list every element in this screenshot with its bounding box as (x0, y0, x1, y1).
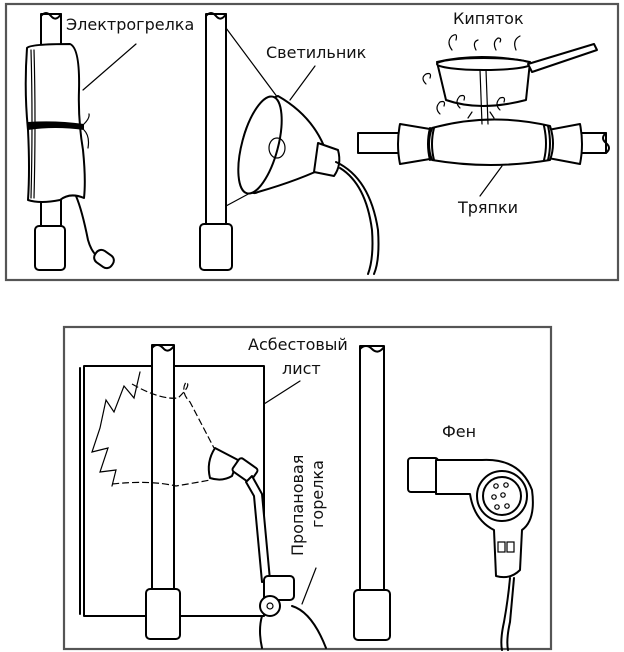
pipe-break (40, 12, 62, 20)
hair-dryer-label: Фен (442, 422, 476, 441)
heating-pad-leader (82, 43, 137, 91)
pipe-fitting (145, 588, 181, 640)
lamp-cord (335, 161, 380, 275)
rags-label: Тряпки (457, 198, 518, 217)
steam-icon (422, 34, 521, 119)
asbestos-leader (263, 380, 301, 405)
pipe-fitting (34, 225, 66, 271)
water-stream (479, 69, 489, 125)
flame-icon (91, 371, 141, 487)
pipe-with-rags: Тряпки Кипяток (357, 9, 610, 217)
rag-knot-right (547, 123, 583, 165)
bottom-panel: Асбестовый лист Пропановая горелка (62, 325, 553, 651)
torch-tube (245, 475, 271, 583)
rags-leader (479, 165, 503, 197)
pipe (359, 345, 385, 599)
propane-label-line2: горелка (308, 460, 327, 528)
propane-label-line1: Пропановая (288, 455, 307, 556)
pipe-with-heating-pad: Электрогрелка (24, 12, 194, 271)
top-panel-frame (4, 2, 620, 282)
pipe (205, 13, 227, 229)
lamp-label: Светильник (266, 43, 367, 62)
hair-dryer-icon (407, 457, 534, 651)
asbestos-label-line1: Асбестовый (248, 335, 348, 354)
pipe-with-lamp: Светильник (199, 12, 380, 275)
lamp-leader (289, 65, 316, 101)
heating-pad-plug-icon (93, 248, 115, 270)
boiling-water-label: Кипяток (453, 9, 524, 28)
asbestos-label-line2: лист (282, 359, 321, 378)
bottom-panel-frame (62, 325, 553, 651)
heating-pad-cord (75, 195, 101, 259)
tie-string (28, 121, 84, 130)
lamp-socket (313, 142, 341, 177)
propane-torch-icon (207, 447, 239, 481)
pipe-fitting (353, 589, 391, 641)
saucepan-handle (527, 43, 598, 73)
pipe-fitting (199, 223, 233, 271)
rags-icon (428, 118, 554, 166)
pipe (151, 344, 175, 598)
heating-pad-label: Электрогрелка (66, 15, 194, 34)
propane-leader (301, 567, 317, 605)
top-panel: Электрогрелка Светильник (4, 2, 620, 282)
